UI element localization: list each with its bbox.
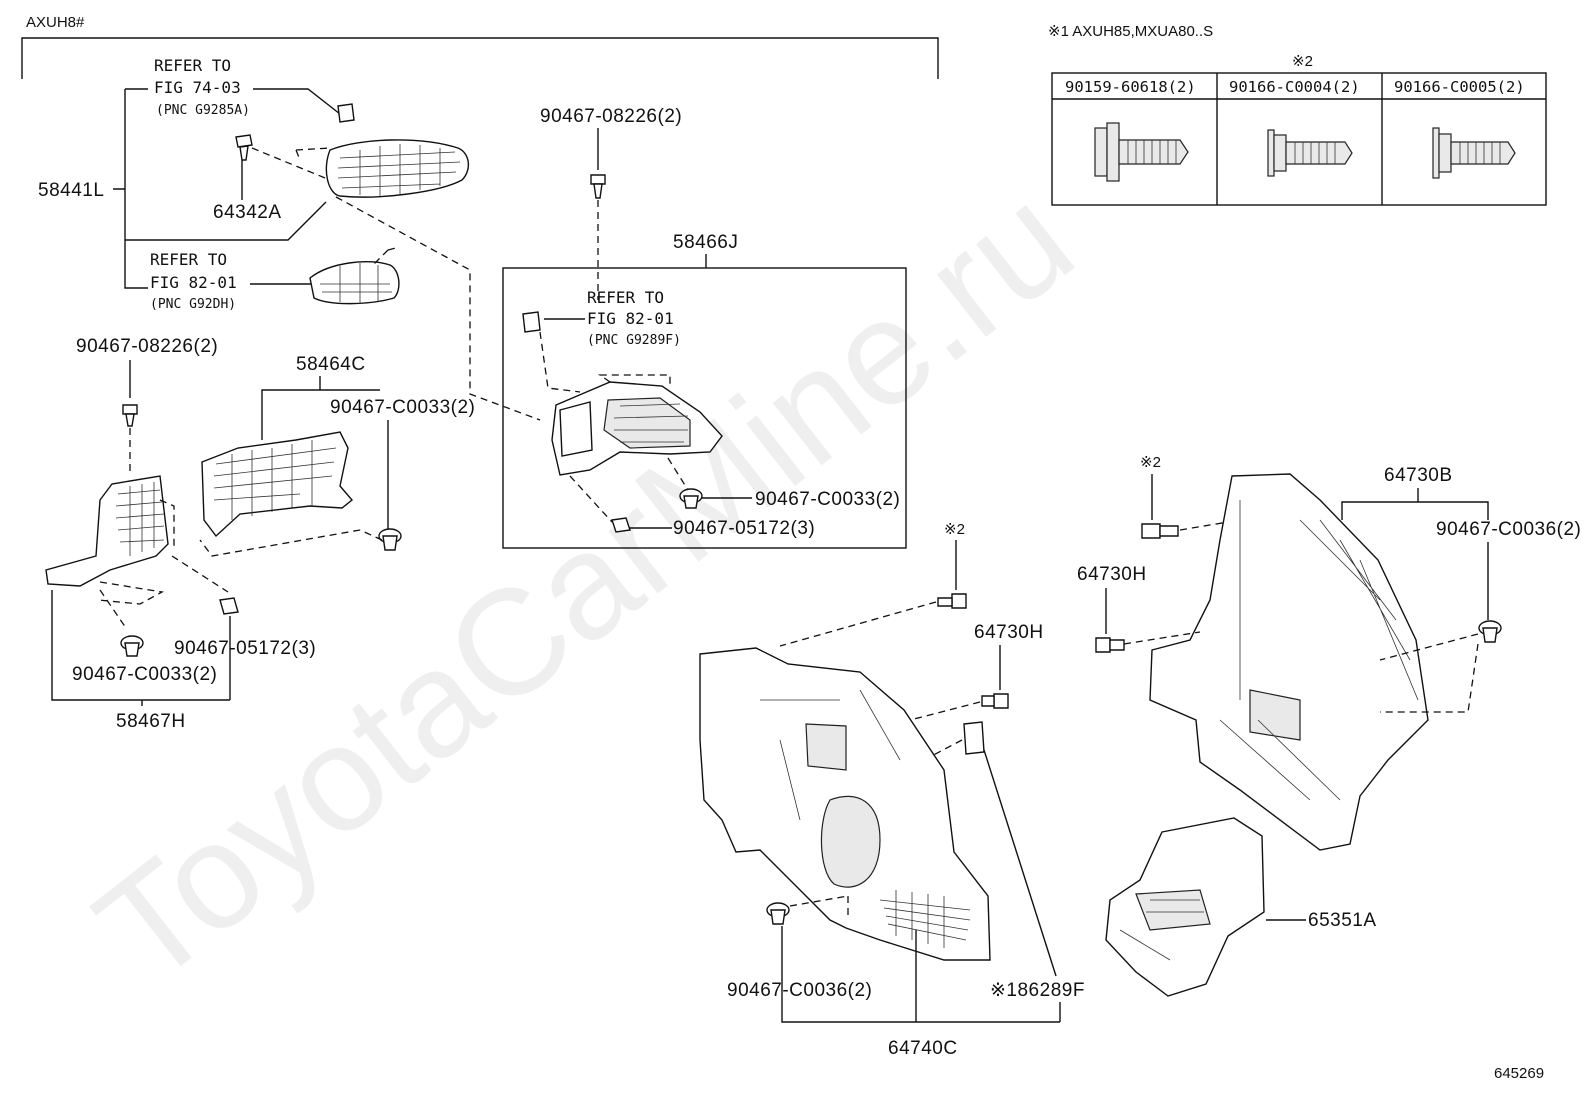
fastener-table: ※2 90159-60618(2) 90166-C0004(2) 90166-C…	[1051, 53, 1547, 206]
ref3-fig: FIG 82-01	[587, 309, 674, 328]
washer-bolt-icon	[1267, 129, 1353, 177]
applicability-note: ※1 AXUH85,MXUA80..S	[1048, 23, 1213, 40]
label-64730H-right: 64730H	[1077, 564, 1147, 585]
upper-trim-cover-58441L	[325, 139, 469, 198]
label-58466J: 58466J	[673, 232, 738, 253]
fastener-col-1: 90159-60618(2)	[1065, 78, 1196, 96]
label-64730H-center: 64730H	[974, 622, 1044, 643]
push-clip-c0033-mid-icon	[378, 528, 402, 551]
ref1-clip-icon	[337, 103, 355, 123]
label-65351A: 65351A	[1308, 910, 1377, 931]
label-186289F: ※186289F	[990, 980, 1085, 1001]
push-clip-c0036-bottom-icon	[766, 902, 790, 925]
mark-2-upper: ※2	[1140, 454, 1161, 471]
label-64730B: 64730B	[1384, 465, 1453, 486]
ref1-title: REFER TO	[154, 56, 231, 75]
ref2-pnc: (PNC G92DH)	[150, 297, 236, 312]
label-64342A: 64342A	[213, 202, 282, 223]
model-code: AXUH8#	[26, 14, 85, 31]
label-90467-C0036-right: 90467-C0036(2)	[1436, 519, 1581, 540]
label-90467-05172-box: 90467-05172(3)	[673, 518, 815, 539]
lower-trim-cover-ref2	[309, 260, 400, 305]
label-58464C: 58464C	[296, 354, 366, 375]
mark-2-lower: ※2	[944, 521, 965, 538]
fastener-table-marker: ※2	[1292, 53, 1313, 70]
label-90467-C0036-bottom: 90467-C0036(2)	[727, 980, 872, 1001]
ref3-pnc: (PNC G9289F)	[587, 333, 681, 348]
bolt-mark2-upper-icon	[1141, 523, 1179, 539]
quarter-trim-64740C	[699, 647, 991, 961]
clip-64342A-icon	[235, 134, 253, 161]
push-clip-top-icon	[590, 174, 606, 199]
figure-id: 645269	[1494, 1065, 1544, 1082]
hex-flange-bolt-icon	[1094, 122, 1189, 182]
push-clip-c0036-right-icon	[1478, 620, 1502, 643]
push-clip-c0033-box-icon	[679, 488, 703, 509]
ref1-pnc: (PNC G9285A)	[156, 103, 250, 118]
box-58466J	[502, 267, 907, 549]
flange-screw-icon	[1432, 127, 1516, 179]
clip-64730H-right-icon	[1095, 637, 1125, 653]
scuff-plate-65351A	[1105, 817, 1265, 997]
side-trim-panel-58466J	[551, 381, 723, 476]
lower-trim-panel-58467H	[45, 475, 169, 587]
ref3-title: REFER TO	[587, 288, 664, 307]
ref2-title: REFER TO	[150, 250, 227, 269]
label-90467-05172-left: 90467-05172(3)	[174, 638, 316, 659]
label-90467-08226-left: 90467-08226(2)	[76, 336, 218, 357]
group-bracket	[21, 37, 939, 79]
clip-186289F-icon	[963, 721, 985, 755]
label-90467-C0033-box: 90467-C0033(2)	[755, 489, 900, 510]
trim-panel-58464C	[201, 431, 354, 538]
label-90467-C0033-mid: 90467-C0033(2)	[330, 397, 475, 418]
clip-05172-left-icon	[219, 597, 239, 615]
ref1-fig: FIG 74-03	[154, 78, 241, 97]
quarter-trim-64730B	[1149, 473, 1429, 851]
clip-05172-box-icon	[611, 517, 631, 533]
label-90467-08226-top: 90467-08226(2)	[540, 106, 682, 127]
fastener-col-3: 90166-C0005(2)	[1394, 78, 1525, 96]
label-90467-C0033-left: 90467-C0033(2)	[72, 664, 217, 685]
label-58441L: 58441L	[38, 180, 104, 201]
label-64740C: 64740C	[888, 1038, 958, 1059]
push-clip-left-icon	[122, 404, 138, 427]
ref2-fig: FIG 82-01	[150, 273, 237, 292]
fastener-col-2: 90166-C0004(2)	[1229, 78, 1360, 96]
label-58467H: 58467H	[116, 711, 186, 732]
bolt-mark2-lower-icon	[937, 593, 967, 609]
ref3-clip-icon	[522, 311, 541, 333]
push-clip-c0033-left-icon	[120, 635, 144, 657]
clip-64730H-center-icon	[981, 693, 1009, 709]
